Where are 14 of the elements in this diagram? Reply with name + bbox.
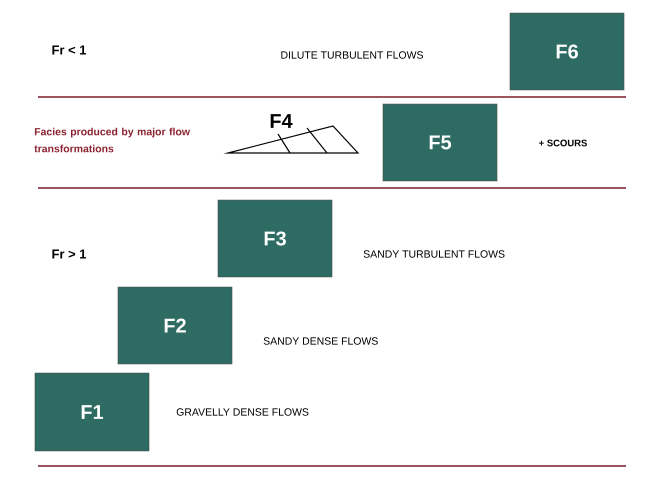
label: Fr > 1 bbox=[52, 250, 86, 258]
label: Facies produced by major flow transformations bbox=[34, 128, 190, 152]
label: DILUTE TURBULENT FLOWS bbox=[281, 51, 423, 59]
label: + SCOURS bbox=[539, 140, 587, 146]
label: Fr < 1 bbox=[52, 46, 86, 54]
facies-box: F1 bbox=[34, 372, 150, 452]
label: GRAVELLY DENSE FLOWS bbox=[176, 408, 308, 416]
facies-box: F3 bbox=[218, 200, 332, 278]
facies-box: F2 bbox=[118, 286, 232, 364]
label: SANDY TURBULENT FLOWS bbox=[364, 250, 505, 258]
facies-box: F6 bbox=[510, 12, 624, 90]
facies-box: F5 bbox=[382, 104, 498, 182]
label: SANDY DENSE FLOWS bbox=[264, 337, 378, 345]
node-label: F4 bbox=[270, 114, 293, 128]
